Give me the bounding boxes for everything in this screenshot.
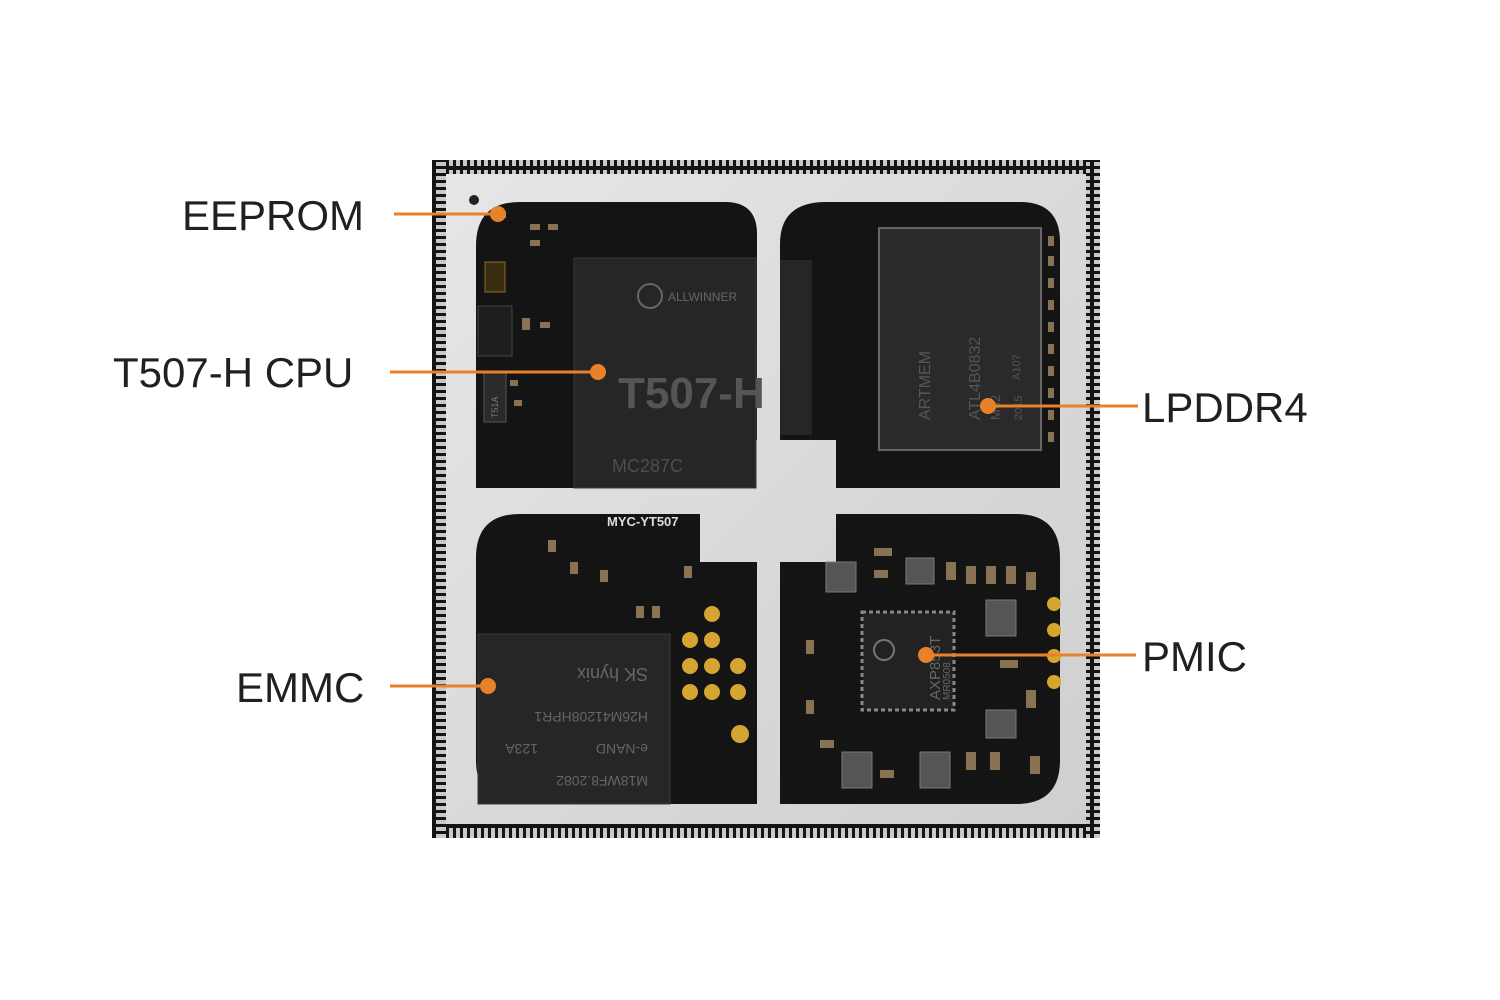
ram-code3-text: 2015 xyxy=(1013,396,1025,420)
callout-lines xyxy=(390,206,1138,694)
lpddr4-leader-dot xyxy=(980,398,996,414)
pin1-marker xyxy=(469,195,479,205)
cap-component xyxy=(484,261,506,293)
cpu-brand-text: ALLWINNER xyxy=(668,290,737,304)
pmic-logo xyxy=(873,639,895,661)
pin-row-left xyxy=(432,160,446,838)
lpddr4-chip xyxy=(878,227,1042,451)
inductor-group xyxy=(825,557,1017,789)
cpu-label: T507-H CPU xyxy=(113,349,354,396)
emmc-line2-text: e-NAND xyxy=(596,741,648,757)
emmc-text-group: M18WF8.2082 e-NAND 123A H26M41208HPR1 SK… xyxy=(505,664,648,789)
pin-row-bottom xyxy=(432,824,1100,838)
pmic-label: PMIC xyxy=(1142,633,1247,680)
pmic-leader-dot xyxy=(918,647,934,663)
ram-part-text: ATL4B0832 xyxy=(967,337,984,420)
gold-test-pads xyxy=(682,606,749,743)
crystal-mark-text: T51A xyxy=(490,396,500,418)
cpu-logo xyxy=(637,283,663,309)
emmc-line3-text: 123A xyxy=(505,741,538,757)
emmc-label: EMMC xyxy=(236,664,365,711)
small-smd-group-br xyxy=(806,548,1040,778)
emmc-line1-text: M18WF8.2082 xyxy=(556,773,648,789)
small-smd-group-tr xyxy=(1048,236,1054,442)
eeprom-leader-dot xyxy=(490,206,506,222)
cpu-code-text: MC287C xyxy=(612,456,683,476)
pin-row-top xyxy=(432,160,1100,174)
pmic-code-text: MR0508 xyxy=(942,662,953,700)
board-model-text: MYC-YT507 xyxy=(607,514,679,529)
small-smd-group-bl xyxy=(548,540,692,618)
emmc-leader-dot xyxy=(480,678,496,694)
lpddr4-label: LPDDR4 xyxy=(1142,384,1308,431)
ram-brand-text: ARTMEM xyxy=(917,351,934,420)
cpu-chip-edge xyxy=(780,260,812,435)
emmc-line4-text: H26M41208HPR1 xyxy=(534,709,648,725)
ram-code1-text: A107 xyxy=(1011,354,1023,380)
cpu-model-text: T507-H xyxy=(618,369,765,418)
cpu-leader-dot xyxy=(590,364,606,380)
pin-row-right xyxy=(1086,160,1100,838)
emmc-line5-text: SK hynix xyxy=(577,664,648,684)
emmc-chip xyxy=(477,633,671,805)
pmic-chip xyxy=(860,610,956,712)
eeprom-label: EEPROM xyxy=(182,192,365,239)
regulator-component xyxy=(477,305,513,357)
